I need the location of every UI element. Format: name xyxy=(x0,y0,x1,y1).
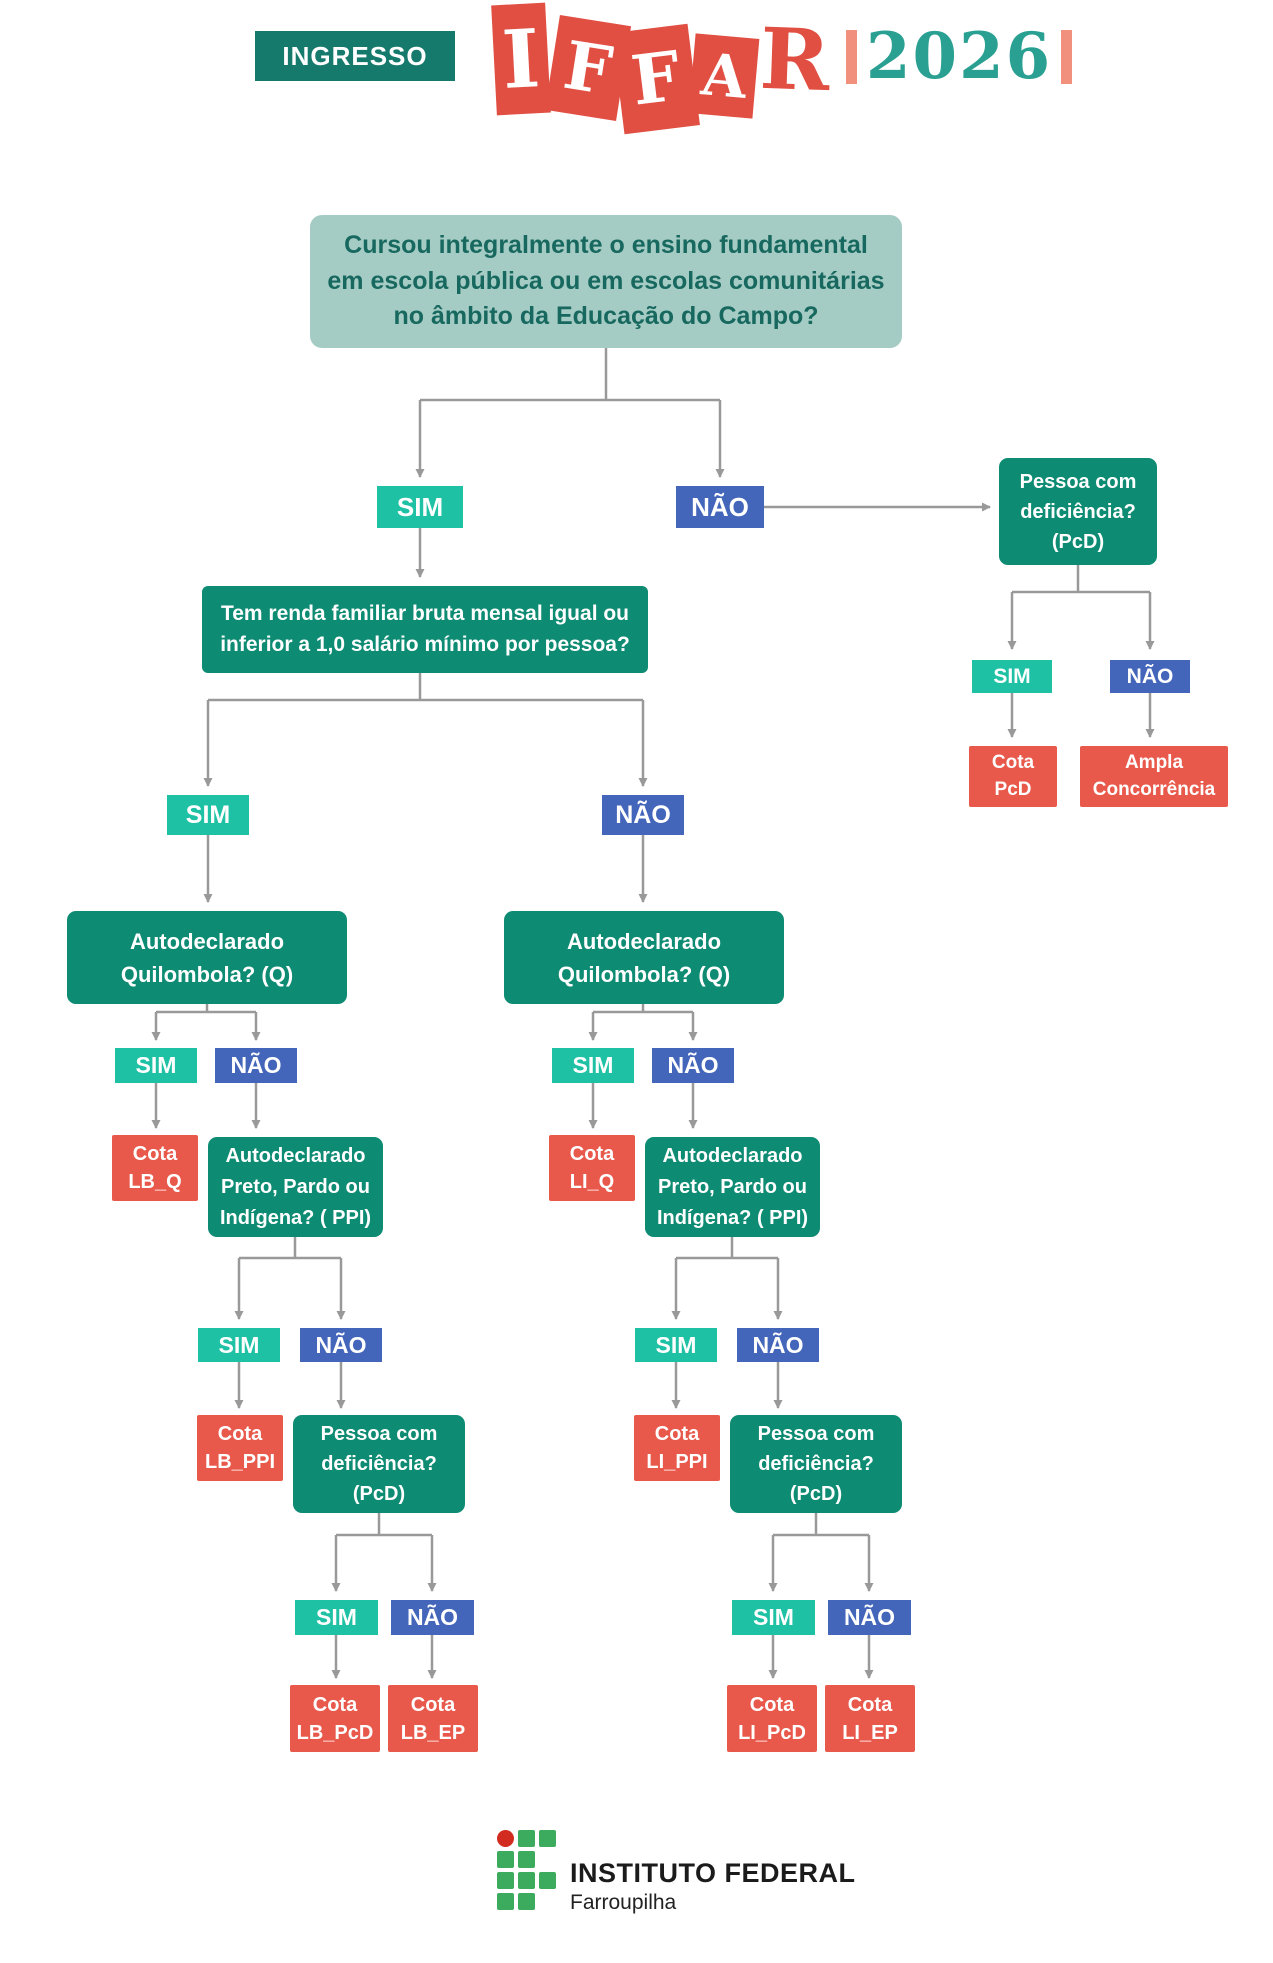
outcome-cota-lb-ppi: Cota LB_PPI xyxy=(197,1415,283,1481)
ppi-question-right: Autodeclarado Preto, Pardo ou Indígena? … xyxy=(645,1137,820,1237)
branch-yes: SIM xyxy=(167,795,249,835)
branch-yes: SIM xyxy=(552,1048,634,1083)
branch-no: NÃO xyxy=(676,486,764,528)
year-badge: 2026 xyxy=(846,19,1073,94)
institution-wordmark: INSTITUTO FEDERAL Farroupilha xyxy=(570,1858,856,1915)
outcome-cota-lb-ep: Cota LB_EP xyxy=(388,1685,478,1752)
outcome-ampla-concorrencia: Ampla Concorrência xyxy=(1080,746,1228,807)
outcome-cota-pcd: Cota PcD xyxy=(969,746,1057,807)
quilombola-question-right: Autodeclarado Quilombola? (Q) xyxy=(504,911,784,1004)
branch-yes: SIM xyxy=(635,1328,717,1362)
branch-no: NÃO xyxy=(602,795,684,835)
if-logo-icon xyxy=(497,1830,556,1910)
pcd-question-left-lower: Pessoa com deficiência? (PcD) xyxy=(293,1415,465,1513)
ingresso-banner: INGRESSO xyxy=(255,31,455,81)
branch-no: NÃO xyxy=(300,1328,382,1362)
year-label: 2026 xyxy=(866,19,1053,94)
root-question: Cursou integralmente o ensino fundamenta… xyxy=(310,215,902,348)
branch-yes: SIM xyxy=(198,1328,280,1362)
outcome-cota-li-ep: Cota LI_EP xyxy=(825,1685,915,1752)
branch-no: NÃO xyxy=(215,1048,297,1083)
if-logo-red-dot xyxy=(497,1830,514,1847)
branch-no: NÃO xyxy=(1110,660,1190,693)
outcome-cota-lb-pcd: Cota LB_PcD xyxy=(290,1685,380,1752)
branch-yes: SIM xyxy=(972,660,1052,693)
ppi-question-left: Autodeclarado Preto, Pardo ou Indígena? … xyxy=(208,1137,383,1237)
year-bar-icon xyxy=(846,30,857,84)
institution-name: INSTITUTO FEDERAL xyxy=(570,1858,856,1888)
branch-no: NÃO xyxy=(737,1328,819,1362)
branch-yes: SIM xyxy=(295,1600,378,1635)
branch-yes: SIM xyxy=(732,1600,815,1635)
branch-yes: SIM xyxy=(377,486,463,528)
pcd-question-right: Pessoa com deficiência? (PcD) xyxy=(999,458,1157,565)
outcome-cota-lb-q: Cota LB_Q xyxy=(112,1135,198,1201)
outcome-cota-li-pcd: Cota LI_PcD xyxy=(727,1685,817,1752)
renda-question: Tem renda familiar bruta mensal igual ou… xyxy=(202,586,648,673)
branch-no: NÃO xyxy=(652,1048,734,1083)
branch-no: NÃO xyxy=(828,1600,911,1635)
year-bar-icon xyxy=(1061,30,1073,84)
pcd-question-right-lower: Pessoa com deficiência? (PcD) xyxy=(730,1415,902,1513)
branch-yes: SIM xyxy=(115,1048,197,1083)
outcome-cota-li-ppi: Cota LI_PPI xyxy=(634,1415,720,1481)
quilombola-question-left: Autodeclarado Quilombola? (Q) xyxy=(67,911,347,1004)
institution-campus: Farroupilha xyxy=(570,1891,677,1914)
outcome-cota-li-q: Cota LI_Q xyxy=(549,1135,635,1201)
branch-no: NÃO xyxy=(391,1600,474,1635)
